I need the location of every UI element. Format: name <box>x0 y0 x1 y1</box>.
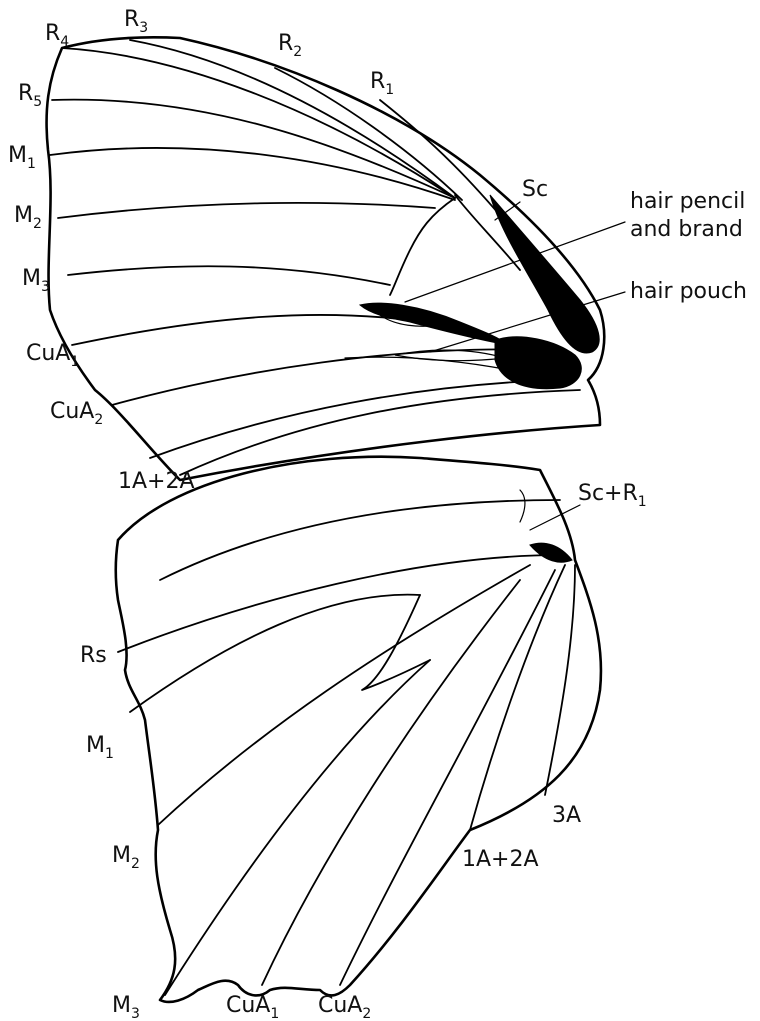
label-m3: M3 <box>22 266 50 295</box>
vein-m1-hind <box>130 595 420 712</box>
vein-discocellular <box>390 198 455 295</box>
vein-cua2-hind <box>340 570 555 985</box>
label-m1-hind: M1 <box>86 733 114 762</box>
humeral-vein <box>520 490 525 522</box>
label-hair-pencil-line1: hair pencil <box>630 189 745 214</box>
hindwing: Sc+R1 Rs M1 M2 M3 CuA1 CuA2 3A 1A+2A <box>80 457 647 1021</box>
label-sc-r1: Sc+R1 <box>578 481 647 510</box>
label-sc: Sc <box>522 177 548 202</box>
label-hair-pencil-line2: and brand <box>630 217 743 242</box>
label-r1: R1 <box>370 69 394 98</box>
pouch-outline <box>395 350 505 361</box>
vein-anal-hind <box>470 565 565 830</box>
vein-sc-r1-hind <box>160 500 560 580</box>
label-m2-hind: M2 <box>112 843 140 872</box>
label-m2: M2 <box>14 203 42 232</box>
label-rs: Rs <box>80 643 107 668</box>
label-m1: M1 <box>8 143 36 172</box>
label-anal-hind: 1A+2A <box>462 847 539 872</box>
vein-m2-hind <box>158 565 530 825</box>
leader-sc-r1 <box>530 505 580 530</box>
vein-m-lower <box>150 380 555 458</box>
vein-r3 <box>130 40 455 198</box>
vein-r2 <box>275 68 462 200</box>
hair-pouch-black <box>495 337 581 389</box>
label-hair-pouch: hair pouch <box>630 279 747 304</box>
vein-discal-hind <box>362 595 430 690</box>
label-r4: R4 <box>45 21 69 50</box>
vein-r4 <box>62 48 450 195</box>
hindwing-base-dark <box>530 543 572 562</box>
label-cua1-hind: CuA1 <box>226 993 279 1021</box>
label-m3-hind: M3 <box>112 993 140 1021</box>
vein-m3-hind <box>165 660 430 995</box>
vein-cua1-hind <box>262 580 520 985</box>
forewing: R4 R3 R2 R1 R5 M1 M2 M3 CuA1 CuA2 1A+2A … <box>8 7 747 494</box>
hindwing-outline <box>116 457 601 1002</box>
label-cua2: CuA2 <box>50 399 103 428</box>
label-anal-forewing: 1A+2A <box>118 469 195 494</box>
label-3a: 3A <box>552 803 581 828</box>
vein-m2 <box>58 203 435 218</box>
label-r5: R5 <box>18 81 42 110</box>
brand-black-area <box>360 303 508 345</box>
label-r2: R2 <box>278 31 302 60</box>
label-cua2-hind: CuA2 <box>318 993 371 1021</box>
costal-black-pencil <box>490 195 599 353</box>
label-r3: R3 <box>124 7 148 36</box>
vein-m3 <box>68 266 390 285</box>
